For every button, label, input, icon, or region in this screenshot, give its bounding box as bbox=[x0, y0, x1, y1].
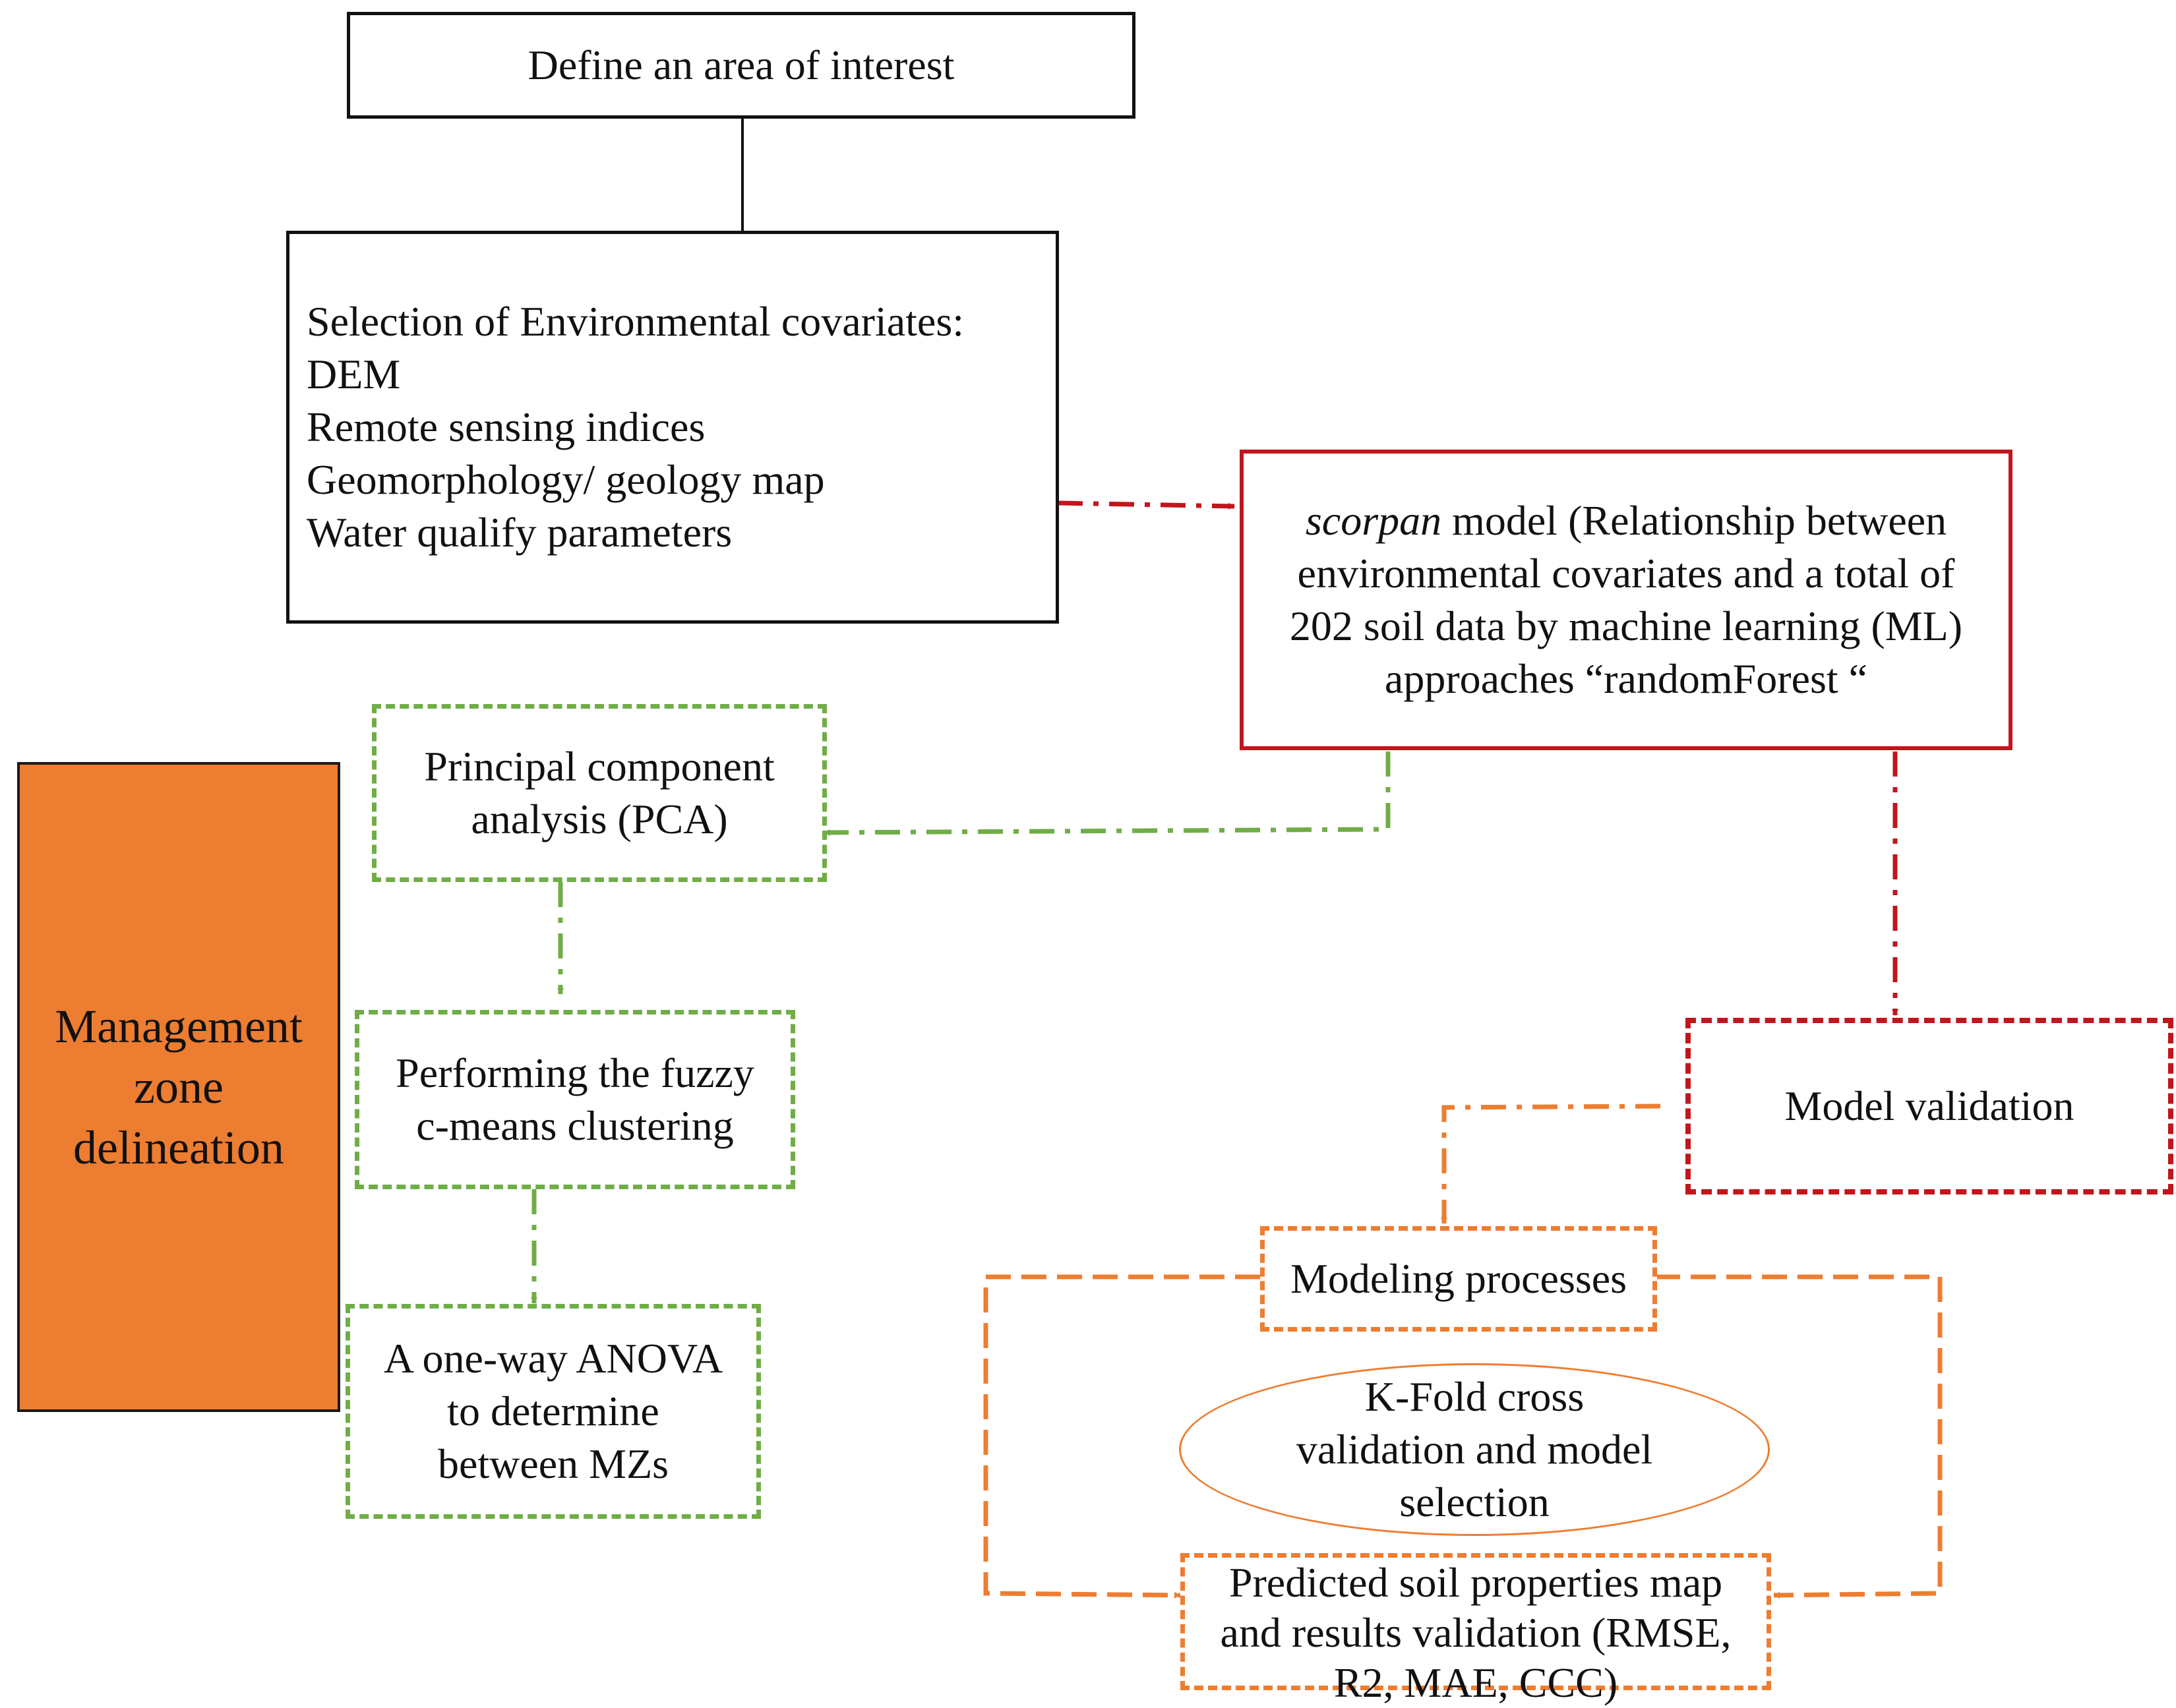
kfold-line: K-Fold cross bbox=[1364, 1373, 1585, 1420]
area-line: Define an area of interest bbox=[528, 42, 955, 88]
anova-line: between MZs bbox=[437, 1440, 669, 1487]
pca-line: Principal component bbox=[424, 743, 775, 790]
anova-line: A one-way ANOVA bbox=[383, 1335, 723, 1382]
kfold-line: validation and model bbox=[1296, 1426, 1653, 1473]
modeling-line: Modeling processes bbox=[1290, 1255, 1627, 1302]
scorpan-line-rest: model (Relationship between bbox=[1441, 497, 1947, 544]
arrow-modeling-left-to-predicted bbox=[983, 1274, 1260, 1599]
covariates-line: Selection of Environmental covariates: bbox=[307, 298, 964, 345]
scorpan-line: environmental covariates and a total of bbox=[1297, 550, 1955, 597]
pca-line: analysis (PCA) bbox=[471, 796, 728, 842]
covariates-line: Geomorphology/ geology map bbox=[307, 456, 825, 503]
arrow-covariates-to-scorpan bbox=[1057, 500, 1235, 510]
fuzzy-line: Performing the fuzzy bbox=[396, 1049, 754, 1096]
arrow-modeling-right-to-predicted bbox=[1655, 1274, 1943, 1599]
mz-line: Management bbox=[55, 1000, 303, 1053]
covariates-line: Remote sensing indices bbox=[307, 403, 706, 450]
predicted-line: Predicted soil properties map bbox=[1228, 1559, 1723, 1606]
pca-box: Principal component analysis (PCA) bbox=[372, 704, 827, 882]
covariates-line: Water qualify parameters bbox=[307, 509, 733, 556]
covariates-box: Selection of Environmental covariates: D… bbox=[286, 231, 1059, 624]
kfold-ellipse: K-Fold cross validation and model select… bbox=[1179, 1363, 1770, 1536]
predicted-line: and results validation (RMSE, bbox=[1220, 1609, 1732, 1656]
fuzzy-clustering-box: Performing the fuzzy c-means clustering bbox=[355, 1010, 795, 1189]
scorpan-line: approaches “randomForest “ bbox=[1384, 655, 1868, 702]
modeling-processes-box: Modeling processes bbox=[1260, 1226, 1657, 1332]
kfold-line: selection bbox=[1399, 1479, 1550, 1525]
arrow-scorpan-to-pca bbox=[824, 751, 1391, 836]
validation-line: Model validation bbox=[1784, 1082, 2074, 1129]
mz-line: zone bbox=[134, 1061, 224, 1113]
scorpan-line: scorpan model (Relationship between bbox=[1306, 494, 1947, 547]
management-zone-box: Management zone delineation bbox=[17, 762, 340, 1412]
scorpan-italic: scorpan bbox=[1305, 497, 1442, 544]
covariates-line: DEM bbox=[307, 351, 401, 398]
anova-box: A one-way ANOVA to determine between MZs bbox=[346, 1304, 761, 1519]
scorpan-line: 202 soil data by machine learning (ML) bbox=[1289, 603, 1963, 649]
area-of-interest-box: Define an area of interest bbox=[347, 12, 1135, 119]
predicted-line: R2, MAE, CCC) bbox=[1333, 1659, 1618, 1706]
fuzzy-line: c-means clustering bbox=[416, 1102, 734, 1149]
anova-line: to determine bbox=[447, 1388, 659, 1434]
predicted-properties-box: Predicted soil properties map and result… bbox=[1180, 1553, 1771, 1706]
arrow-validation-to-modeling bbox=[1441, 1104, 1661, 1224]
mz-line: delineation bbox=[73, 1121, 284, 1174]
model-validation-box: Model validation bbox=[1685, 1018, 2173, 1194]
scorpan-model-box: scorpan model (Relationship between envi… bbox=[1240, 450, 2012, 750]
